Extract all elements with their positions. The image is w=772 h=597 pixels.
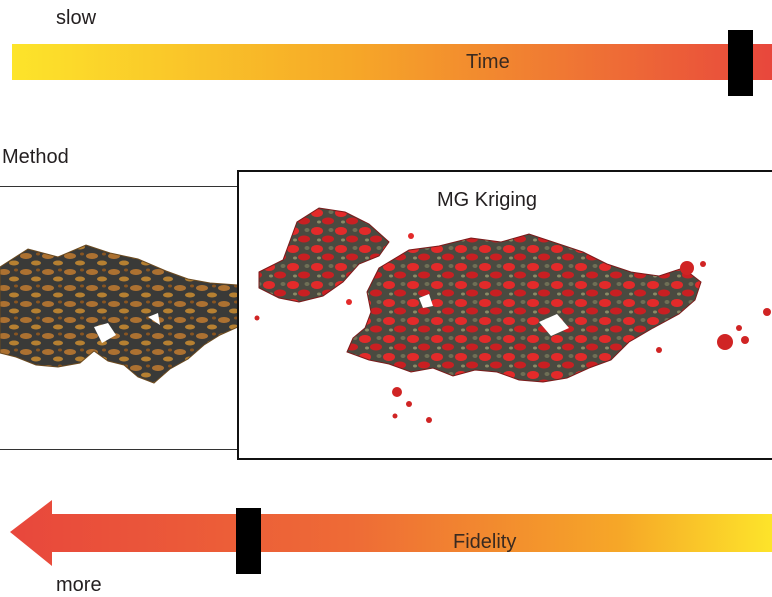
fidelity-bar-label: Fidelity xyxy=(453,531,517,553)
left-method-panel xyxy=(0,186,238,450)
method-label: Method xyxy=(2,146,69,168)
more-label: more xyxy=(56,574,102,596)
slow-label: slow xyxy=(56,7,97,29)
fidelity-bar-marker[interactable] xyxy=(236,508,261,574)
mg-kriging-panel[interactable]: MG Kriging xyxy=(237,170,772,460)
time-bar-label: Time xyxy=(466,51,510,73)
time-bar-marker[interactable] xyxy=(728,30,753,96)
fidelity-arrow xyxy=(10,500,772,566)
time-bar xyxy=(12,44,772,80)
mg-kriging-surface-image xyxy=(254,207,771,423)
mg-kriging-title: MG Kriging xyxy=(437,189,538,211)
left-panel-surface-image xyxy=(0,244,238,384)
